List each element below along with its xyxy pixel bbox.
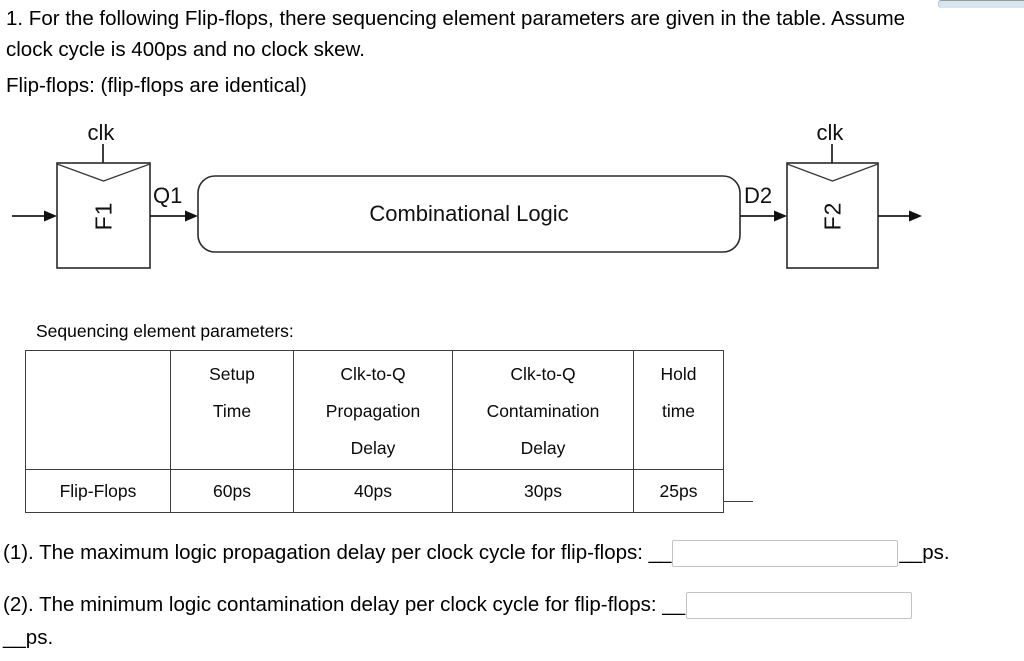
col-header-empty <box>25 350 171 470</box>
table-title: Sequencing element parameters: <box>36 321 294 341</box>
question-1-suffix: __ps. <box>899 541 950 564</box>
flipflops-note: Flip-flops: (flip-flops are identical) <box>6 74 307 97</box>
question-2-text: (2). The minimum logic contamination del… <box>3 593 686 616</box>
value-contamination-delay: 30ps <box>452 469 634 513</box>
question-intro-line1: 1. For the following Flip-flops, there s… <box>6 7 906 30</box>
question-intro-line2: clock cycle is 400ps and no clock skew. <box>6 38 365 61</box>
question-2-row: (2). The minimum logic contamination del… <box>3 587 913 623</box>
clk-right-label: clk <box>817 120 845 145</box>
ff1-label: F1 <box>91 202 117 231</box>
answer-input-q2[interactable] <box>686 591 913 619</box>
col-header-setup-time: Setup Time <box>170 350 294 470</box>
value-hold-time: 25ps <box>633 469 724 513</box>
table-bottom-border-extension <box>723 500 753 503</box>
clk-left-label: clk <box>88 120 116 145</box>
partial-cropped-button[interactable] <box>938 0 1024 8</box>
value-setup-time: 60ps <box>170 469 294 513</box>
col-header-hold-time: Hold time <box>633 350 724 470</box>
answer-input-q1[interactable] <box>672 539 899 567</box>
ff2-clock-edge-chevron <box>786 163 879 182</box>
question-1-text: (1). The maximum logic propagation delay… <box>3 541 672 564</box>
d2-wire-label: D2 <box>744 183 772 208</box>
table-data-row: Flip-Flops 60ps 40ps 30ps 25ps <box>25 469 724 513</box>
question-1-row: (1). The maximum logic propagation delay… <box>3 535 950 571</box>
q1-wire-label: Q1 <box>153 183 182 208</box>
input-arrowhead-icon <box>44 210 57 222</box>
output-arrowhead-icon <box>909 210 922 222</box>
question-2-suffix: __ps. <box>3 626 54 649</box>
col-header-clk-to-q-propagation: Clk-to-Q Propagation Delay <box>293 350 453 470</box>
row-header-flipflops: Flip-Flops <box>25 469 171 513</box>
logic-to-ff2-arrowhead-icon <box>774 210 787 222</box>
table-header-row: Setup Time Clk-to-Q Propagation Delay Cl… <box>25 350 724 470</box>
col-header-clk-to-q-contamination: Clk-to-Q Contamination Delay <box>452 350 634 470</box>
parameters-table: Setup Time Clk-to-Q Propagation Delay Cl… <box>25 350 724 513</box>
ff1-clock-edge-chevron <box>56 163 151 182</box>
value-propagation-delay: 40ps <box>293 469 453 513</box>
combinational-logic-box <box>197 175 741 253</box>
ff1-to-logic-arrowhead-icon <box>185 210 198 222</box>
flipflop-circuit-diagram: clk F1 Q1 Combinational Logic D2 F2 clk <box>12 120 922 269</box>
ff2-label: F2 <box>820 202 846 231</box>
combinational-logic-label: Combinational Logic <box>369 201 568 226</box>
